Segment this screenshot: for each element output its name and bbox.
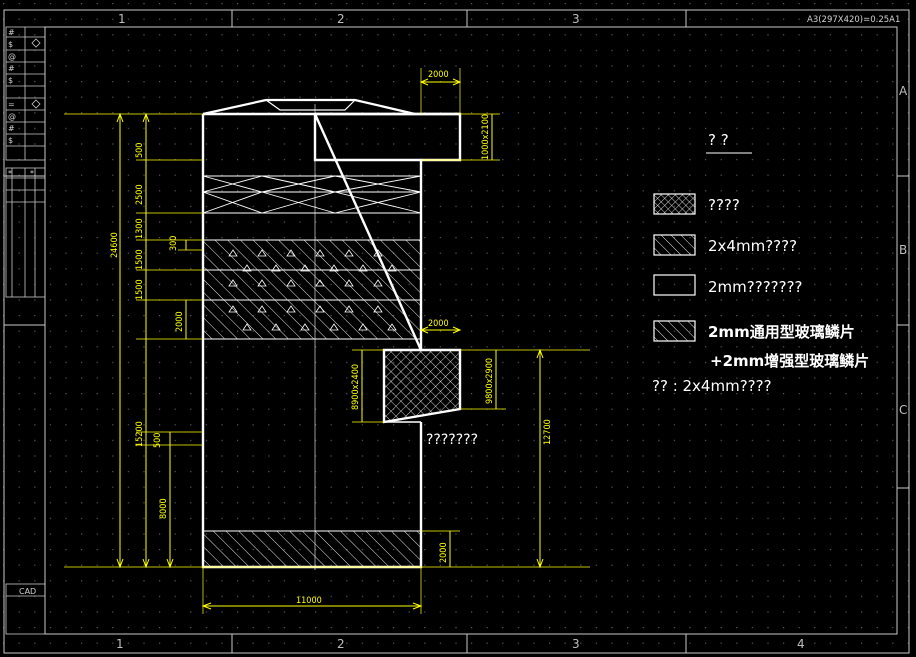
legend: ? ? ???? 2x4mm???? 2mm??????? 2mm通用型玻璃鳞片…: [652, 131, 869, 395]
tb-glyph-10: $: [8, 136, 13, 145]
demister-section: [202, 175, 422, 214]
zone-col-3: 3: [572, 12, 580, 26]
zone-row-a: A: [899, 84, 908, 98]
zone-col-bottom-4: 4: [797, 637, 805, 651]
dim-total-width: 11000: [296, 596, 322, 606]
dim-seg-2000: 2000: [175, 311, 185, 332]
zone-labels: 1 2 3 1 2 3 4 A B C: [116, 12, 908, 651]
legend-label-3: 2mm???????: [708, 278, 803, 296]
roof-outline: [202, 98, 416, 116]
zone-col-bottom-3: 3: [572, 637, 580, 651]
zone-row-b: B: [899, 243, 907, 257]
dimension-lines: [64, 68, 590, 614]
dim-side-box-width: 2000: [428, 319, 449, 329]
tb-glyph-8: @: [8, 112, 16, 121]
tb-glyph-3: @: [8, 52, 16, 61]
dim-lower-height: 15200: [135, 421, 145, 447]
zone-row-c: C: [899, 403, 907, 417]
sheet-frame: [3, 9, 910, 654]
dimension-texts: 2000 1000x2100 24600 500 2500 1300 300 1…: [110, 70, 553, 606]
section-lines: [203, 239, 421, 532]
legend-label-4-line2: +2mm增强型玻璃鳞片: [710, 352, 869, 370]
tb-glyph-9: #: [8, 124, 15, 133]
title-block: [5, 26, 46, 635]
dim-seg-1300: 1300: [135, 218, 145, 239]
legend-label-2: 2x4mm????: [708, 237, 797, 255]
zone-col-1: 1: [118, 12, 126, 26]
legend-swatch-crosshatch: [653, 193, 696, 215]
legend-label-1: ????: [708, 196, 740, 214]
base-hatch-zone: [203, 531, 421, 567]
zone-col-2: 2: [337, 12, 345, 26]
inlet-crosshatch-zone: [384, 350, 460, 422]
tower-elevation: [201, 98, 462, 570]
dim-total-height: 24600: [110, 232, 120, 258]
sheet-size-label: A3(297X420)=0.25A1: [807, 15, 900, 25]
roof-ridge: [265, 99, 356, 111]
dim-bottom-2000: 2000: [439, 542, 449, 563]
side-inlet-box: [382, 348, 462, 424]
dim-seg-8000: 8000: [159, 498, 169, 519]
tb-glyph-2: $: [8, 40, 13, 49]
dim-seg-500-low: 500: [153, 433, 163, 448]
dim-seg-500-top: 500: [135, 143, 145, 158]
tb-glyph-4: =: [8, 100, 15, 109]
zone-col-bottom-2: 2: [337, 637, 345, 651]
tb-glyph-1: #: [8, 28, 15, 37]
diamond-icon: [31, 38, 41, 109]
dim-side-box-left: 8900x2400: [351, 364, 361, 410]
tb-glyph-7: $: [8, 76, 13, 85]
title-block-glyphs: # $ @ = * # $ @ # $ *: [8, 28, 34, 178]
dim-top-vent-width: 2000: [428, 70, 449, 80]
tb-glyph-11: *: [30, 169, 34, 178]
packing-hatch-zone: [203, 240, 421, 339]
zone-col-bottom-1: 1: [116, 637, 124, 651]
legend-label-4: 2mm通用型玻璃鳞片: [708, 323, 855, 341]
dim-right-total: 12700: [543, 419, 553, 445]
inlet-note: ???????: [426, 432, 478, 448]
dim-seg-300: 300: [169, 236, 179, 251]
tb-glyph-6: #: [8, 64, 15, 73]
legend-note: ?? : 2x4mm????: [652, 377, 772, 395]
cad-label: CAD: [19, 587, 36, 596]
legend-title: ? ?: [708, 131, 729, 149]
spray-nozzle-markers: [228, 249, 397, 331]
tb-glyph-5: *: [8, 169, 12, 178]
legend-swatch-empty: [653, 274, 696, 296]
dim-seg-1500-a: 1500: [135, 249, 145, 270]
legend-swatch-hatch: [653, 234, 696, 256]
dim-top-vent-size: 1000x2100: [481, 114, 491, 160]
dim-seg-1500-b: 1500: [135, 279, 145, 300]
legend-swatch-hatch-2: [653, 320, 696, 342]
dim-side-box-right: 9800x2900: [485, 358, 495, 404]
dim-seg-2500: 2500: [135, 184, 145, 205]
